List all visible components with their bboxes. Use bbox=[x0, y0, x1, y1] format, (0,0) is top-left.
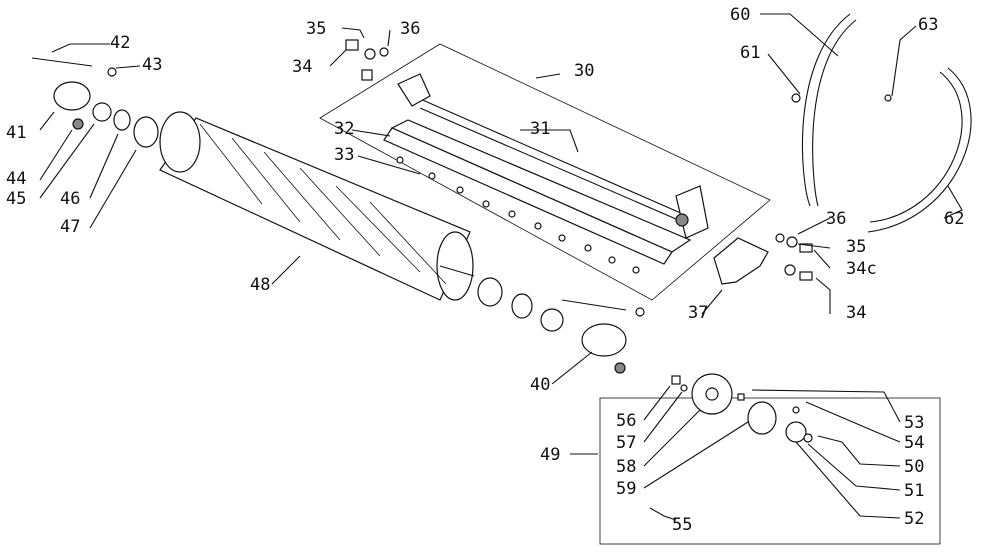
callout-34c: 34c bbox=[846, 259, 877, 279]
callout-62: 62 bbox=[944, 209, 964, 229]
seal-47 bbox=[133, 116, 159, 148]
right-side-parts bbox=[477, 277, 645, 374]
link-61 bbox=[791, 93, 801, 103]
leader-lines bbox=[39, 13, 963, 521]
callout-36-right: 36 bbox=[826, 209, 846, 229]
callout-47: 47 bbox=[60, 217, 80, 237]
left-side-parts bbox=[31, 57, 159, 148]
kit-bracket bbox=[599, 397, 941, 545]
callout-50: 50 bbox=[904, 457, 924, 477]
callout-63: 63 bbox=[918, 15, 938, 35]
bedbar-end-bracket-right bbox=[675, 185, 709, 239]
callout-54: 54 bbox=[904, 433, 924, 453]
chain-60 bbox=[801, 13, 857, 207]
bearing-right bbox=[540, 308, 564, 332]
sprocket-58-hub bbox=[705, 387, 719, 401]
callout-51: 51 bbox=[904, 481, 924, 501]
link-63 bbox=[884, 94, 892, 102]
callout-labels: 30 31 32 33 34 35 36 34 34c 35 36 37 40 … bbox=[6, 5, 964, 535]
nut-43 bbox=[107, 67, 117, 77]
bedbar-rod-lower bbox=[419, 107, 693, 227]
callout-61: 61 bbox=[740, 43, 760, 63]
reel-blades bbox=[199, 123, 447, 285]
washer-35-top bbox=[364, 48, 376, 60]
hub-59 bbox=[747, 401, 777, 435]
sprocket-52 bbox=[785, 421, 807, 443]
callout-37: 37 bbox=[688, 303, 708, 323]
assembly-outline-box bbox=[319, 43, 771, 301]
callout-48: 48 bbox=[250, 275, 270, 295]
key-53 bbox=[737, 393, 745, 401]
chains bbox=[791, 13, 972, 233]
callout-30: 30 bbox=[574, 61, 594, 81]
spring-right bbox=[614, 362, 626, 374]
washer-35-right bbox=[786, 236, 798, 248]
bolt-42 bbox=[31, 57, 93, 67]
callout-56: 56 bbox=[616, 411, 636, 431]
callout-42: 42 bbox=[110, 33, 130, 53]
callout-33: 33 bbox=[334, 145, 354, 165]
sprocket-kit bbox=[599, 373, 941, 545]
callout-35-top: 35 bbox=[306, 19, 326, 39]
callout-40: 40 bbox=[530, 375, 550, 395]
callout-44: 44 bbox=[6, 169, 26, 189]
nut-right bbox=[635, 307, 645, 317]
screw-56 bbox=[671, 375, 681, 385]
bearing-45 bbox=[92, 102, 112, 122]
adjuster-spring bbox=[675, 213, 689, 227]
side-housing-40 bbox=[581, 323, 627, 357]
pin-54 bbox=[792, 406, 800, 414]
washer-36-right bbox=[775, 233, 785, 243]
callout-55: 55 bbox=[672, 515, 692, 535]
bolt-50 bbox=[817, 435, 843, 443]
callout-46: 46 bbox=[60, 189, 80, 209]
callout-60: 60 bbox=[730, 5, 750, 25]
callout-34-top: 34 bbox=[292, 57, 312, 77]
bolt-34c bbox=[799, 243, 813, 253]
callout-58: 58 bbox=[616, 457, 636, 477]
washer-57 bbox=[680, 384, 688, 392]
bolt-34-top bbox=[345, 39, 359, 51]
callout-41: 41 bbox=[6, 123, 26, 143]
callout-34-right: 34 bbox=[846, 303, 866, 323]
bedknife-screws bbox=[396, 156, 640, 274]
callout-35-right: 35 bbox=[846, 237, 866, 257]
callout-59: 59 bbox=[616, 479, 636, 499]
bedknife-assembly bbox=[319, 43, 771, 301]
side-housing-41 bbox=[53, 81, 91, 111]
washer-right-lower bbox=[784, 264, 796, 276]
bedbar-end-bracket-left bbox=[397, 73, 431, 107]
drive-plate bbox=[713, 233, 813, 285]
spacer-top bbox=[361, 69, 373, 81]
bolt-right bbox=[561, 299, 627, 311]
reel bbox=[159, 111, 475, 301]
spring-44 bbox=[72, 118, 84, 130]
seal-right bbox=[477, 277, 503, 307]
washer-right bbox=[511, 293, 533, 319]
top-fasteners bbox=[345, 39, 389, 81]
callout-43: 43 bbox=[142, 55, 162, 75]
chain-62 bbox=[867, 67, 972, 233]
washer-36-top bbox=[379, 47, 389, 57]
callout-31: 31 bbox=[530, 119, 550, 139]
callout-45: 45 bbox=[6, 189, 26, 209]
washer-46 bbox=[113, 109, 131, 131]
reel-shaft bbox=[439, 265, 475, 277]
reel-end-left bbox=[159, 111, 201, 173]
bedknife-strip bbox=[383, 127, 673, 265]
callout-36-top: 36 bbox=[400, 19, 420, 39]
bolt-34-lower bbox=[799, 271, 813, 281]
callout-49: 49 bbox=[540, 445, 560, 465]
washer-51 bbox=[803, 433, 813, 443]
plate-37 bbox=[713, 237, 769, 285]
bedbar-rod bbox=[417, 97, 693, 219]
reel-end-right bbox=[436, 231, 474, 301]
callout-52: 52 bbox=[904, 509, 924, 529]
callout-32: 32 bbox=[334, 119, 354, 139]
callout-57: 57 bbox=[616, 433, 636, 453]
callout-53: 53 bbox=[904, 413, 924, 433]
